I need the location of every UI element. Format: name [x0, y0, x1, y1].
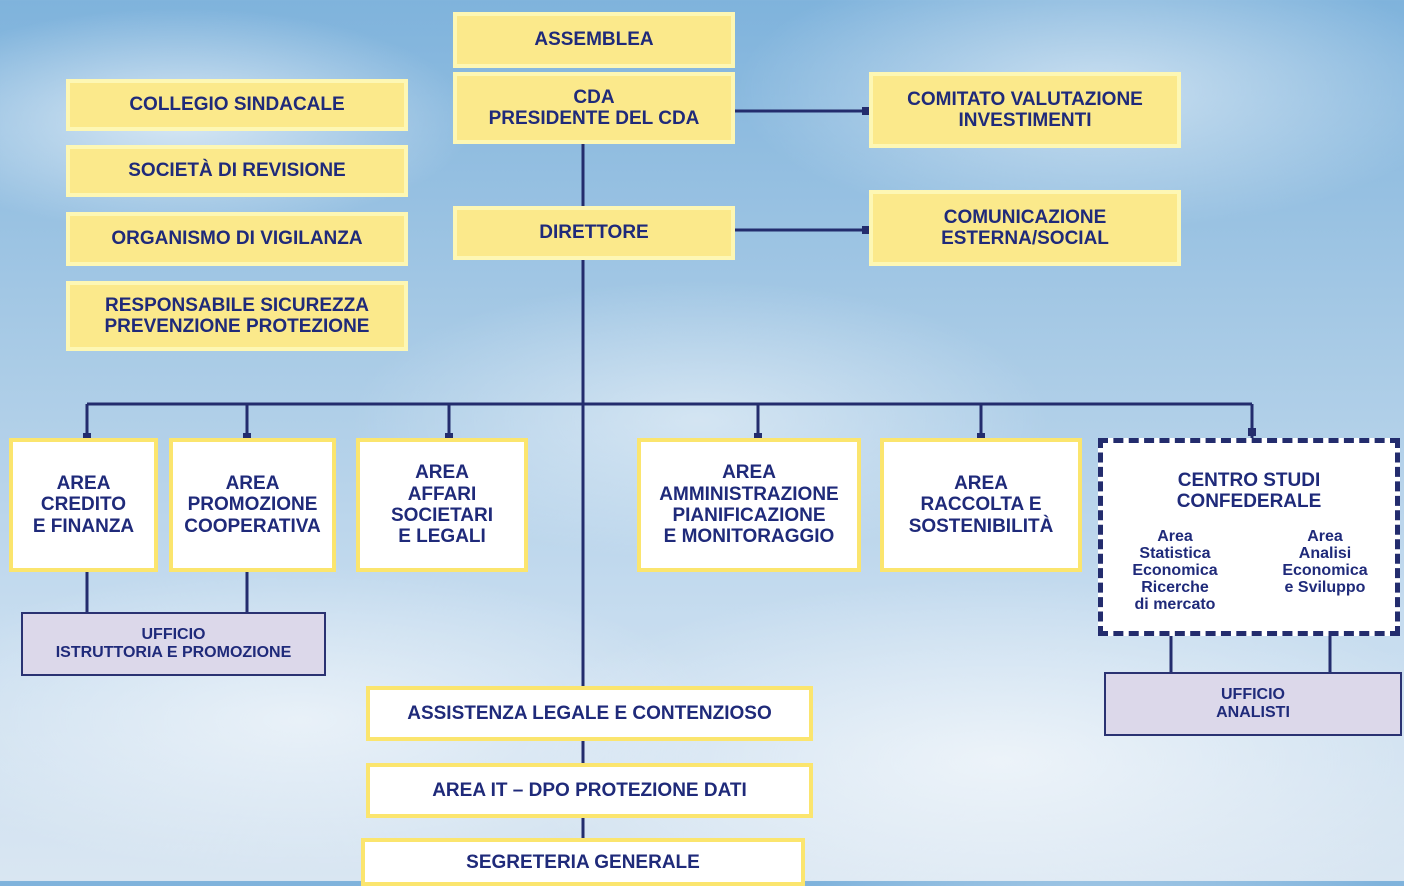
segreteria-generale-box: SEGRETERIA GENERALE: [361, 838, 805, 886]
ufficio-analisti-box: UFFICIO ANALISTI: [1104, 672, 1402, 736]
area-affari-line2: AFFARI: [407, 483, 477, 505]
area-raccolta-line3: SOSTENIBILITÀ: [908, 515, 1054, 537]
cda-president-label: PRESIDENTE DEL CDA: [488, 108, 700, 129]
centro-studi-right-area: Area Analisi Economica e Sviluppo: [1263, 528, 1387, 597]
cs-left-line3: Economica: [1132, 561, 1218, 579]
node-marker-affari: [445, 433, 453, 441]
area-promozione-box: AREA PROMOZIONE COOPERATIVA: [169, 438, 336, 572]
responsabile-sicurezza-box: RESPONSABILE SICUREZZA PREVENZIONE PROTE…: [66, 281, 408, 351]
area-affari-box: AREA AFFARI SOCIETARI E LEGALI: [356, 438, 528, 572]
area-amministrazione-line3: PIANIFICAZIONE: [672, 505, 826, 526]
ufficio-istruttoria-line2: ISTRUTTORIA E PROMOZIONE: [55, 644, 292, 661]
area-promozione-line2: PROMOZIONE: [187, 494, 318, 516]
node-marker-promozione: [243, 433, 251, 441]
node-marker-centro-studi: [1248, 428, 1256, 436]
cs-right-line2: Analisi: [1298, 544, 1352, 562]
area-raccolta-box: AREA RACCOLTA E SOSTENIBILITÀ: [880, 438, 1082, 572]
comitato-line2: INVESTIMENTI: [958, 110, 1092, 131]
node-marker-amministrazione: [754, 433, 762, 441]
comunicazione-line1: COMUNICAZIONE: [943, 206, 1107, 228]
cda-label: CDA: [573, 86, 615, 108]
responsabile-sicurezza-line2: PREVENZIONE PROTEZIONE: [104, 316, 370, 337]
area-promozione-line3: COOPERATIVA: [184, 515, 321, 537]
centro-studi-box: CENTRO STUDI CONFEDERALE Area Statistica…: [1098, 438, 1400, 636]
collegio-sindacale-label: COLLEGIO SINDACALE: [129, 94, 345, 116]
cs-right-line1: Area: [1307, 528, 1343, 545]
societa-revisione-label: SOCIETÀ DI REVISIONE: [128, 160, 346, 182]
comunicazione-line2: ESTERNA/SOCIAL: [941, 228, 1109, 249]
assistenza-legale-label: ASSISTENZA LEGALE E CONTENZIOSO: [407, 702, 772, 724]
area-raccolta-line1: AREA: [954, 473, 1008, 495]
area-affari-line3: SOCIETARI: [390, 505, 494, 526]
area-amministrazione-box: AREA AMMINISTRAZIONE PIANIFICAZIONE E MO…: [637, 438, 861, 572]
area-credito-line3: E FINANZA: [32, 515, 135, 537]
ufficio-analisti-line2: ANALISTI: [1216, 704, 1290, 721]
area-affari-line4: E LEGALI: [398, 526, 486, 548]
cda-box: CDA PRESIDENTE DEL CDA: [453, 72, 735, 144]
area-amministrazione-line4: E MONITORAGGIO: [663, 526, 835, 548]
area-amministrazione-line1: AREA: [722, 462, 776, 484]
node-marker-raccolta: [977, 433, 985, 441]
direttore-box: DIRETTORE: [453, 206, 735, 260]
cs-left-line2: Statistica: [1139, 544, 1211, 562]
centro-studi-title: CENTRO STUDI CONFEDERALE: [1103, 470, 1395, 513]
comitato-line1: COMITATO VALUTAZIONE: [907, 88, 1143, 110]
area-credito-box: AREA CREDITO E FINANZA: [9, 438, 158, 572]
responsabile-sicurezza-line1: RESPONSABILE SICUREZZA: [105, 294, 369, 316]
area-credito-line2: CREDITO: [40, 494, 127, 516]
area-credito-line1: AREA: [56, 473, 111, 495]
cs-right-line3: Economica: [1282, 561, 1368, 579]
area-affari-line1: AREA: [415, 462, 469, 484]
area-it-label: AREA IT – DPO PROTEZIONE DATI: [432, 779, 747, 801]
cs-left-line1: Area: [1157, 528, 1193, 545]
societa-revisione-box: SOCIETÀ DI REVISIONE: [66, 145, 408, 197]
cs-left-line5: di mercato: [1134, 595, 1216, 613]
ufficio-analisti-line1: UFFICIO: [1221, 686, 1285, 704]
cs-right-line4: e Sviluppo: [1284, 578, 1366, 596]
centro-studi-title-line2: CONFEDERALE: [1176, 490, 1322, 512]
collegio-sindacale-box: COLLEGIO SINDACALE: [66, 79, 408, 131]
organismo-vigilanza-box: ORGANISMO DI VIGILANZA: [66, 212, 408, 266]
area-amministrazione-line2: AMMINISTRAZIONE: [659, 483, 839, 505]
assistenza-legale-box: ASSISTENZA LEGALE E CONTENZIOSO: [366, 686, 813, 741]
assemblea-label: ASSEMBLEA: [534, 29, 654, 51]
area-raccolta-line2: RACCOLTA E: [920, 494, 1042, 516]
assemblea-box: ASSEMBLEA: [453, 12, 735, 68]
segreteria-generale-label: SEGRETERIA GENERALE: [466, 852, 700, 873]
comitato-box: COMITATO VALUTAZIONE INVESTIMENTI: [869, 72, 1181, 148]
arrow-head-comunicazione: [862, 226, 870, 234]
centro-studi-title-line1: CENTRO STUDI: [1177, 470, 1321, 491]
organismo-vigilanza-label: ORGANISMO DI VIGILANZA: [111, 228, 363, 250]
cs-left-line4: Ricerche: [1141, 578, 1209, 596]
direttore-label: DIRETTORE: [539, 222, 649, 244]
ufficio-istruttoria-box: UFFICIO ISTRUTTORIA E PROMOZIONE: [21, 612, 326, 676]
comunicazione-box: COMUNICAZIONE ESTERNA/SOCIAL: [869, 190, 1181, 266]
arrow-head-comitato: [862, 107, 870, 115]
area-it-box: AREA IT – DPO PROTEZIONE DATI: [366, 763, 813, 818]
centro-studi-left-area: Area Statistica Economica Ricerche di me…: [1113, 528, 1237, 614]
ufficio-istruttoria-line1: UFFICIO: [141, 626, 206, 644]
area-promozione-line1: AREA: [225, 473, 280, 495]
node-marker-credito: [83, 433, 91, 441]
